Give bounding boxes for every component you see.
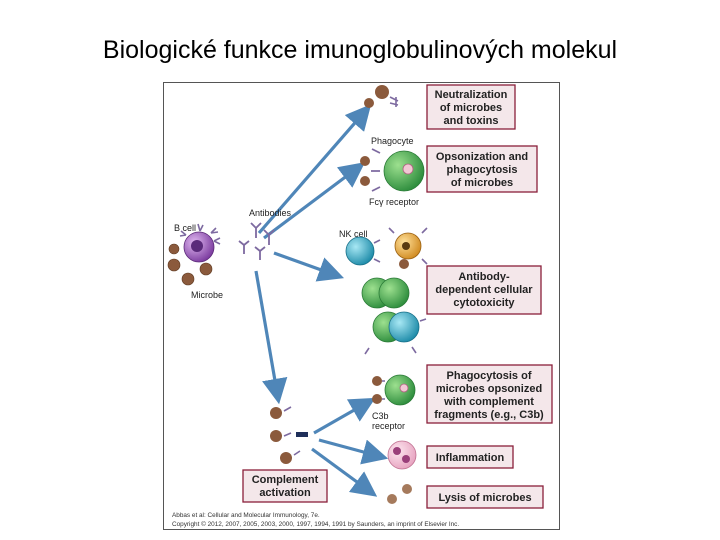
label-c3b: C3b: [372, 411, 389, 421]
box-complement-activation: Complement activation: [242, 469, 328, 503]
arrow-to-opsonization: [263, 162, 366, 240]
arrow-to-inflammation: [318, 438, 389, 465]
flow-arrows: [254, 104, 389, 497]
nk-cell: [345, 236, 381, 266]
label-microbe: Microbe: [191, 290, 223, 300]
svg-text:activation: activation: [259, 487, 311, 499]
slide-title: Biologické funkce imunoglobulinových mol…: [102, 36, 618, 64]
citation-line-2: Copyright © 2012, 2007, 2005, 2003, 2000…: [172, 520, 459, 528]
svg-text:with complement: with complement: [443, 396, 534, 408]
arrow-to-lysis: [311, 447, 378, 497]
c3b-phagocyte: [372, 374, 416, 406]
lysis-microbes: [387, 484, 412, 504]
svg-text:and toxins: and toxins: [443, 115, 498, 127]
svg-text:of microbes: of microbes: [440, 102, 502, 114]
arrow-to-phagocytosis-c3b: [313, 397, 376, 435]
label-fc-receptor: Fcγ receptor: [369, 197, 419, 207]
svg-text:Opsonization and: Opsonization and: [436, 151, 528, 163]
complement-microbes: [270, 406, 308, 464]
inflammation-cell: [387, 440, 417, 470]
svg-text:Phagocytosis of: Phagocytosis of: [447, 370, 532, 382]
arrow-to-neutralization: [257, 104, 372, 235]
figure-panel: B cell Microbe Antibodies Phagocyte Fcγ …: [163, 82, 560, 530]
label-phagocyte: Phagocyte: [371, 136, 414, 146]
immunoglobulin-functions-diagram: B cell Microbe Antibodies Phagocyte Fcγ …: [167, 84, 553, 528]
label-b-cell: B cell: [174, 223, 196, 233]
svg-text:of microbes: of microbes: [451, 177, 513, 189]
box-neutralization: Neutralization of microbes and toxins: [426, 84, 516, 130]
arrow-to-adcc: [273, 251, 345, 282]
arrow-to-complement: [254, 270, 288, 405]
svg-text:fragments (e.g., C3b): fragments (e.g., C3b): [434, 409, 544, 421]
target-cell: [388, 227, 428, 269]
microbe-cluster: [167, 243, 213, 286]
svg-text:microbes opsonized: microbes opsonized: [436, 383, 542, 395]
b-cell-receptors: [179, 223, 221, 245]
box-lysis: Lysis of microbes: [426, 485, 544, 509]
box-phagocytosis-c3b: Phagocytosis of microbes opsonized with …: [426, 364, 553, 424]
svg-text:Antibody-: Antibody-: [458, 271, 510, 283]
svg-text:dependent cellular: dependent cellular: [435, 284, 533, 296]
svg-text:Complement: Complement: [252, 474, 319, 486]
box-inflammation: Inflammation: [426, 445, 514, 469]
citation-line-1: Abbas et al: Cellular and Molecular Immu…: [172, 512, 320, 519]
label-nk-cell: NK cell: [339, 229, 368, 239]
antibody-molecules: [238, 222, 275, 260]
label-antibodies: Antibodies: [249, 208, 292, 218]
svg-text:Inflammation: Inflammation: [436, 452, 505, 464]
svg-text:Lysis of microbes: Lysis of microbes: [438, 492, 531, 504]
adcc-cells: [361, 277, 427, 355]
neutralization-microbe: [364, 85, 399, 108]
box-adcc: Antibody- dependent cellular cytotoxicit…: [426, 265, 542, 315]
label-receptor: receptor: [372, 421, 405, 431]
phagocyte-cell: [360, 148, 425, 192]
svg-text:phagocytosis: phagocytosis: [447, 164, 518, 176]
svg-text:Neutralization: Neutralization: [435, 89, 508, 101]
b-cell: [183, 231, 215, 263]
svg-text:cytotoxicity: cytotoxicity: [453, 297, 515, 309]
box-opsonization: Opsonization and phagocytosis of microbe…: [426, 145, 538, 193]
